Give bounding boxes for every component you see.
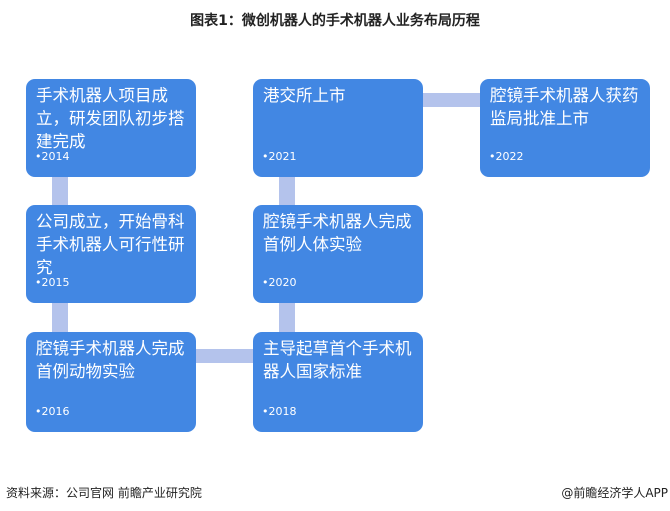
milestone-2020: 腔镜手术机器人完成首例人体实验 •2020 bbox=[253, 205, 423, 303]
milestone-text: 腔镜手术机器人完成首例人体实验 bbox=[263, 212, 412, 254]
milestone-2021: 港交所上市 •2021 bbox=[253, 79, 423, 177]
milestone-year: •2015 bbox=[35, 276, 70, 289]
milestone-year: •2016 bbox=[35, 405, 70, 418]
milestone-text: 公司成立，开始骨科手术机器人可行性研究 bbox=[36, 212, 185, 277]
connector bbox=[52, 177, 68, 205]
milestone-year: •2020 bbox=[262, 276, 297, 289]
milestone-2015: 公司成立，开始骨科手术机器人可行性研究•2015 bbox=[26, 205, 196, 303]
milestone-year: •2021 bbox=[262, 150, 297, 163]
milestone-year: •2014 bbox=[35, 150, 70, 163]
connector bbox=[279, 177, 295, 205]
milestone-text: 手术机器人项目成立，研发团队初步搭建完成 bbox=[36, 86, 185, 151]
connector bbox=[279, 303, 295, 332]
milestone-text: 腔镜手术机器人获药监局批准上市 bbox=[490, 86, 639, 128]
milestone-year: •2022 bbox=[489, 150, 524, 163]
chart-title: 图表1：微创机器人的手术机器人业务布局历程 bbox=[190, 13, 480, 29]
milestone-text: 港交所上市 bbox=[263, 86, 346, 105]
milestone-2022: 腔镜手术机器人获药监局批准上市 •2022 bbox=[480, 79, 650, 177]
connector bbox=[423, 93, 480, 107]
milestone-2016: 腔镜手术机器人完成首例动物实验 •2016 bbox=[26, 332, 196, 432]
milestone-text: 腔镜手术机器人完成首例动物实验 bbox=[36, 339, 185, 381]
source-note: 资料来源：公司官网 前瞻产业研究院 bbox=[6, 486, 202, 500]
milestone-2018: 主导起草首个手术机器人国家标准 •2018 bbox=[253, 332, 423, 432]
milestone-text: 主导起草首个手术机器人国家标准 bbox=[263, 339, 412, 381]
brand-credit: @前瞻经济学人APP bbox=[561, 486, 668, 500]
milestone-year: •2018 bbox=[262, 405, 297, 418]
connector bbox=[196, 349, 253, 363]
milestone-2014: 手术机器人项目成立，研发团队初步搭建完成•2014 bbox=[26, 79, 196, 177]
connector bbox=[52, 303, 68, 332]
